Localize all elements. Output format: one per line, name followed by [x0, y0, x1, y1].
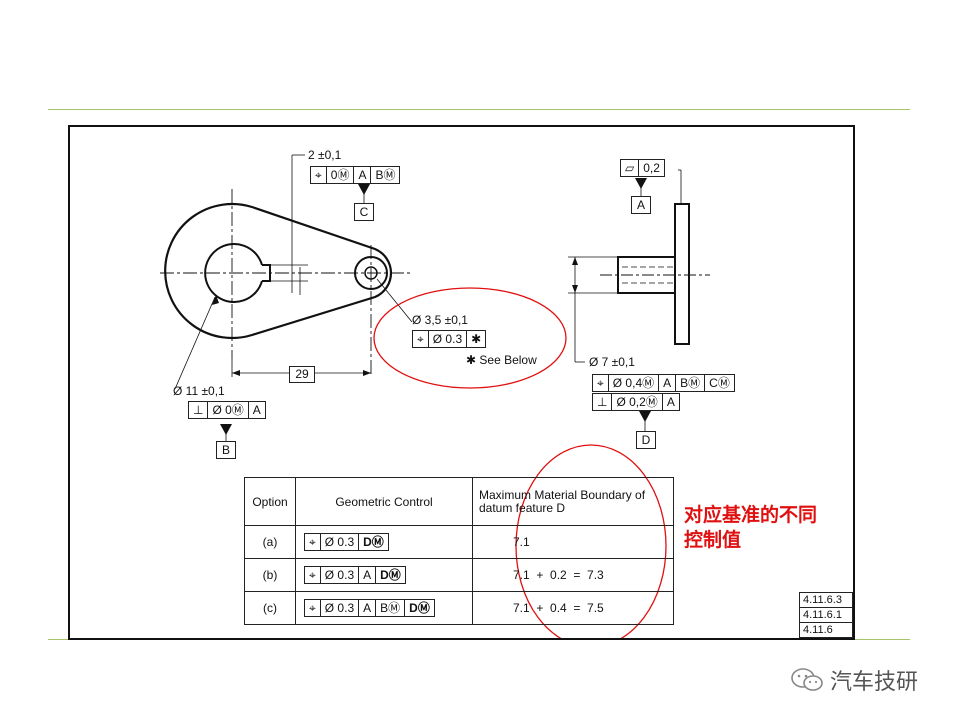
fcf-big-hole: ⊥ Ø 0Ⓜ A [188, 401, 266, 419]
watermark: 汽车技研 [790, 664, 918, 696]
fcf-pin-perp: ⊥ Ø 0,2Ⓜ A [592, 393, 680, 411]
header-mmb: Maximum Material Boundary of datum featu… [472, 477, 674, 526]
fcf-option-c: ⌖ Ø 0.3 A BⓂ DⓂ [304, 599, 435, 617]
table-row: (b) ⌖ Ø 0.3 A DⓂ 7.1 + 0.2 = 7.3 [244, 558, 674, 592]
fcf-option-b: ⌖ Ø 0.3 A DⓂ [304, 566, 406, 584]
dim-big-hole-label: Ø 11 ±0,1 [173, 384, 225, 398]
fcf-slot: ⌖ 0Ⓜ A BⓂ [310, 166, 401, 184]
datum-a: A [631, 196, 651, 214]
highlight-ellipse-small-hole [373, 287, 567, 389]
position-icon: ⌖ [417, 332, 424, 346]
see-below-note: ✱ See Below [466, 353, 537, 367]
dim-slot-label: 2 ±0,1 [308, 148, 342, 162]
fcf-option-a: ⌖ Ø 0.3 DⓂ [304, 533, 389, 551]
datum-b: B [216, 441, 236, 459]
reference-box: 4.11.6.3 4.11.6.1 4.11.6 [799, 592, 853, 638]
fcf-flatness: ▱ 0,2 [620, 159, 665, 177]
top-divider [48, 109, 910, 110]
position-icon: ⌖ [309, 535, 316, 549]
big-hole [204, 243, 263, 303]
lever-outline [164, 202, 393, 340]
header-option: Option [244, 477, 296, 526]
wechat-icon [791, 668, 823, 691]
ref-item: 4.11.6 [799, 622, 853, 638]
ref-item: 4.11.6.3 [799, 592, 853, 608]
watermark-text: 汽车技研 [830, 669, 919, 694]
datum-c: C [354, 203, 374, 221]
flatness-icon: ▱ [625, 161, 635, 175]
ref-item: 4.11.6.1 [799, 607, 853, 623]
flange [674, 203, 690, 345]
header-geometric-control: Geometric Control [295, 477, 473, 526]
table-row: (a) ⌖ Ø 0.3 DⓂ 7.1 [244, 525, 674, 559]
fcf-pin-position: ⌖ Ø 0,4Ⓜ A BⓂ CⓂ [592, 374, 735, 392]
position-icon: ⌖ [315, 168, 322, 182]
drawing-frame: 2 ±0,1 ⌖ 0Ⓜ A BⓂ C Ø 3,5 ±0,1 ⌖ Ø 0.3 ✱ … [68, 125, 855, 640]
dim-29-label: 29 [289, 366, 315, 383]
fcf-small-hole: ⌖ Ø 0.3 ✱ [412, 330, 487, 348]
table-row: (c) ⌖ Ø 0.3 A BⓂ DⓂ 7.1 + 0.4 = 7.5 [244, 591, 674, 625]
dim-small-hole-label: Ø 3,5 ±0,1 [412, 313, 468, 327]
position-icon: ⌖ [597, 376, 604, 390]
annotation-note: 对应基准的不同控制值 [684, 504, 818, 551]
datum-d: D [636, 431, 656, 449]
options-table: Option Geometric Control Maximum Materia… [244, 477, 674, 625]
perpendicularity-icon: ⊥ [193, 403, 204, 417]
position-icon: ⌖ [309, 568, 316, 582]
perpendicularity-icon: ⊥ [597, 395, 608, 409]
position-icon: ⌖ [309, 601, 316, 615]
dim-pin-label: Ø 7 ±0,1 [589, 355, 635, 369]
